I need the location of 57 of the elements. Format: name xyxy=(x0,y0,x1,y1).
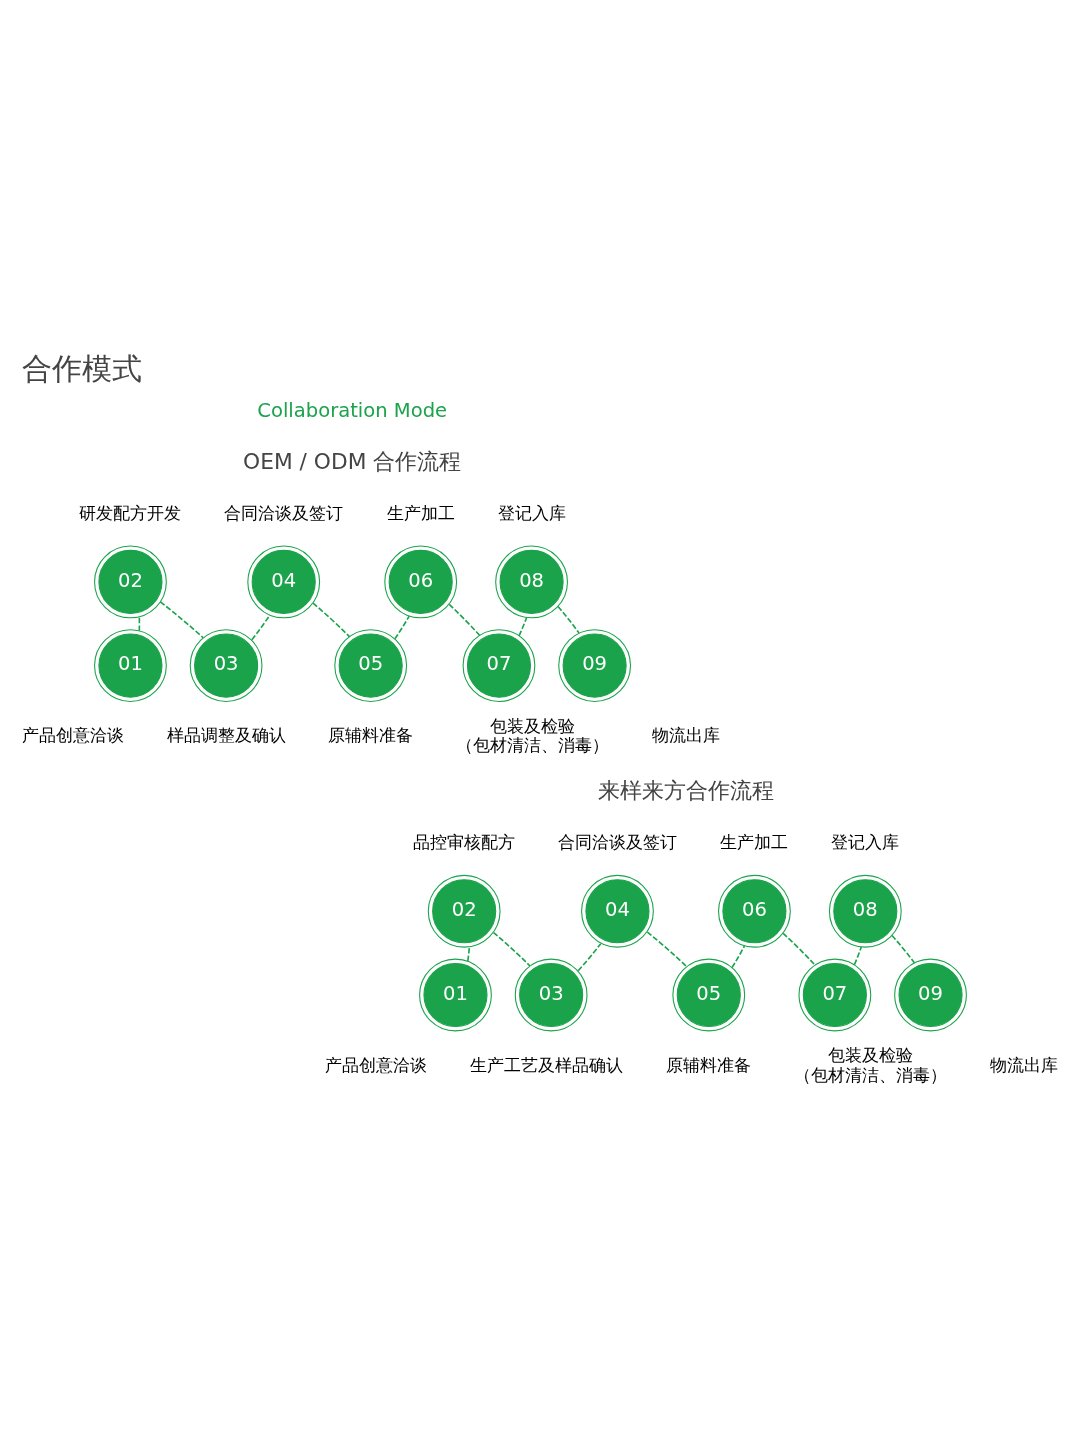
node-circle: 02 xyxy=(94,544,167,618)
node-circle: 06 xyxy=(384,544,458,618)
node-label: 合同洽谈及签订 xyxy=(557,831,677,852)
node-label: 合同洽谈及签订 xyxy=(224,502,344,523)
node-label: 生产加工 xyxy=(386,502,455,523)
node-label: 产品创意洽谈 xyxy=(325,1054,428,1075)
connector xyxy=(891,934,916,964)
connector xyxy=(577,942,602,971)
node-circle: 03 xyxy=(189,628,263,702)
connector xyxy=(394,614,410,640)
node-label: （包材清洁、消毒） xyxy=(794,1064,948,1085)
connector xyxy=(312,601,351,637)
node-label: 产品创意洽谈 xyxy=(21,724,124,745)
connector xyxy=(492,931,531,967)
label: Collaboration Mode xyxy=(257,398,448,422)
node-circle: 01 xyxy=(419,958,492,1031)
node-circle: 07 xyxy=(798,958,872,1031)
node-label: （包材清洁、消毒） xyxy=(456,734,610,755)
connector xyxy=(731,944,746,968)
node-label: 物流出库 xyxy=(651,724,720,745)
node-circle: 01 xyxy=(94,628,167,702)
node-label: 样品调整及确认 xyxy=(166,724,286,745)
connector xyxy=(853,945,863,965)
connector xyxy=(782,932,816,966)
node-circle: 08 xyxy=(495,544,568,618)
connector xyxy=(467,945,471,962)
node-label: 原辅料准备 xyxy=(666,1054,752,1075)
node-label: 生产加工 xyxy=(720,831,789,852)
node-circle: 07 xyxy=(462,628,536,702)
connector xyxy=(557,605,580,634)
node-circle: 05 xyxy=(334,628,408,702)
connector xyxy=(138,615,141,632)
node-label: 登记入库 xyxy=(831,831,900,852)
node-label: 物流出库 xyxy=(990,1054,1059,1075)
node-circle: 04 xyxy=(581,874,654,948)
label: OEM / ODM 合作流程 xyxy=(243,448,462,474)
node-circle: 04 xyxy=(247,544,321,618)
node-label: 包装及检验 xyxy=(828,1044,914,1065)
diagram-title: 合作模式 xyxy=(22,350,143,386)
node-circle: 02 xyxy=(427,874,501,948)
node-circle: 09 xyxy=(894,958,967,1031)
node-label: 登记入库 xyxy=(497,502,566,523)
connector xyxy=(646,930,688,967)
node-circle: 05 xyxy=(672,958,746,1031)
connector xyxy=(518,616,528,637)
node-label: 品控审核配方 xyxy=(413,831,516,852)
node-circle: 08 xyxy=(828,874,902,948)
node-circle: 09 xyxy=(558,628,632,702)
connector xyxy=(448,603,481,636)
node-label: 包装及检验 xyxy=(490,715,576,736)
connector xyxy=(159,600,204,638)
node-label: 原辅料准备 xyxy=(328,724,414,745)
node-circle: 06 xyxy=(718,874,791,948)
node-label: 研发配方开发 xyxy=(79,502,182,523)
node-label: 生产工艺及样品确认 xyxy=(470,1054,624,1075)
node-circle: 03 xyxy=(514,958,588,1031)
label: 来样来方合作流程 xyxy=(597,777,774,803)
